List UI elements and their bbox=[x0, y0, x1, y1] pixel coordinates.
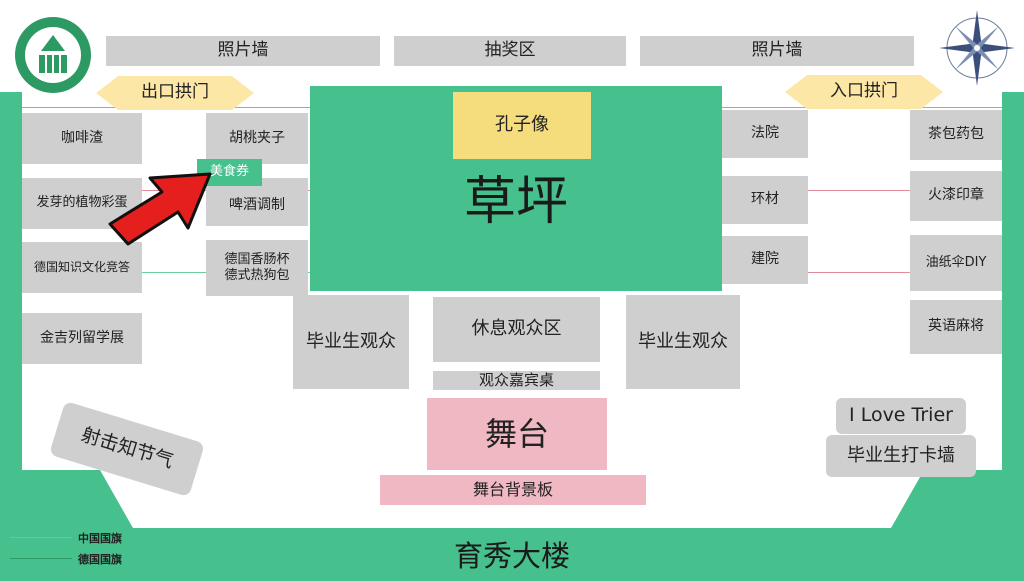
rest-audience-area: 休息观众区 bbox=[433, 297, 600, 362]
booth-beer-mixing: 啤酒调制 bbox=[206, 178, 308, 226]
building-label: 育秀大楼 bbox=[453, 539, 570, 573]
i-love-trier-sign: I Love Trier bbox=[836, 398, 966, 434]
lottery-area: 抽奖区 bbox=[394, 36, 626, 66]
photo-wall-right: 照片墙 bbox=[640, 36, 914, 66]
booth-english-mahjong: 英语麻将 bbox=[910, 300, 1002, 354]
booth-law-school: 法院 bbox=[722, 110, 808, 158]
graduate-checkin-wall: 毕业生打卡墙 bbox=[826, 435, 976, 477]
booth-sausage-hotdog: 德国香肠杯 德式热狗包 bbox=[206, 240, 308, 296]
china-flag-line bbox=[722, 190, 1002, 191]
legend-germany-flag: 德国国旗 bbox=[78, 553, 122, 566]
confucius-statue: 孔子像 bbox=[453, 92, 591, 159]
entry-arch: 入口拱门 bbox=[785, 75, 943, 109]
booth-coffee-grounds: 咖啡渣 bbox=[22, 113, 142, 164]
legend-china-line bbox=[10, 537, 72, 538]
booth-nutcracker: 胡桃夹子 bbox=[206, 113, 308, 164]
booth-german-quiz: 德国知识文化竞答 bbox=[22, 242, 142, 293]
china-flag-line bbox=[722, 272, 1002, 273]
stage: 舞台 bbox=[427, 398, 607, 470]
guest-table: 观众嘉宾桌 bbox=[433, 371, 600, 390]
legend-china-flag: 中国国旗 bbox=[78, 532, 122, 545]
booth-study-abroad: 金吉列留学展 bbox=[22, 313, 142, 364]
pointer-arrow-icon bbox=[104, 166, 216, 248]
booth-paper-umbrella: 油纸伞DIY bbox=[910, 235, 1002, 291]
booth-tea-herb-bags: 茶包药包 bbox=[910, 110, 1002, 160]
booth-environment-materials: 环材 bbox=[722, 176, 808, 224]
booth-sprouting-eggs: 发芽的植物彩蛋 bbox=[22, 178, 142, 229]
food-voucher: 美食券 bbox=[197, 159, 262, 186]
exit-arch: 出口拱门 bbox=[96, 76, 254, 110]
legend-germany-line bbox=[10, 558, 72, 559]
booth-wax-seal: 火漆印章 bbox=[910, 171, 1002, 221]
booth-architecture-school: 建院 bbox=[722, 236, 808, 284]
graduate-audience-right: 毕业生观众 bbox=[626, 295, 740, 389]
photo-wall-left: 照片墙 bbox=[106, 36, 380, 66]
compass-rose-icon bbox=[935, 6, 1019, 90]
left-green-strip bbox=[0, 92, 22, 477]
germany-flag-line bbox=[22, 272, 310, 273]
lawn-label: 草坪 bbox=[463, 172, 568, 232]
stage-backdrop: 舞台背景板 bbox=[380, 475, 646, 505]
graduate-audience-left: 毕业生观众 bbox=[293, 295, 409, 389]
right-green-strip bbox=[1002, 92, 1024, 477]
logo-seal-icon bbox=[13, 15, 93, 95]
